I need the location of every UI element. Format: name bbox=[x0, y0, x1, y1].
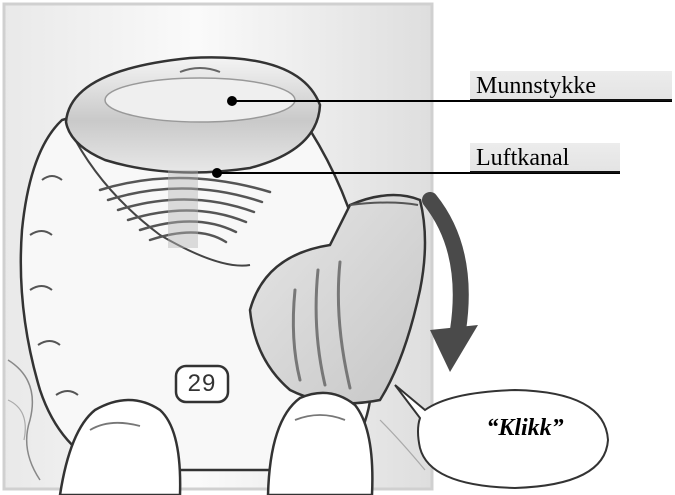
air-channel-label: Luftkanal bbox=[470, 143, 620, 173]
dose-counter-value: 29 bbox=[178, 370, 226, 398]
mouthpiece-label: Munnstykke bbox=[470, 71, 672, 101]
rotation-arrow bbox=[430, 200, 461, 330]
click-sound-text: “Klikk” bbox=[450, 415, 600, 442]
